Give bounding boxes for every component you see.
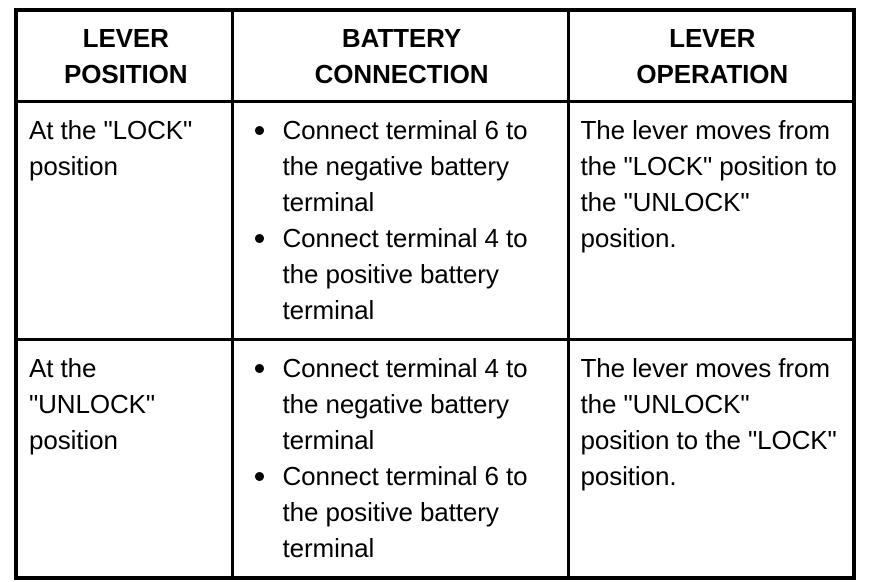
column-header-lever-position-line-2: POSITION <box>64 59 188 89</box>
cell-lever-operation-row-1: The lever moves from the "LOCK" position… <box>566 100 854 340</box>
column-header-lever-operation: LEVER OPERATION <box>566 10 854 102</box>
battery-connection-item-row-2-1: Connect terminal 4 to the negative batte… <box>282 353 528 455</box>
column-header-lever-position-line-1: LEVER <box>82 23 169 53</box>
list-item: Connect terminal 4 to the positive batte… <box>245 220 559 328</box>
list-item: Connect terminal 6 to the positive batte… <box>245 458 559 566</box>
table-body: At the "LOCK" position Connect terminal … <box>16 100 854 578</box>
battery-connection-item-row-1-2: Connect terminal 4 to the positive batte… <box>282 223 528 325</box>
lever-operation-text-row-2: The lever moves from the "UNLOCK" positi… <box>580 353 837 491</box>
cell-lever-position-row-1: At the "LOCK" position <box>16 100 232 340</box>
table-row: At the "LOCK" position Connect terminal … <box>16 100 854 340</box>
bullet-disc-icon <box>254 126 264 135</box>
lever-position-table: LEVER POSITION BATTERY CONNECTION LEVER … <box>14 8 856 580</box>
lever-operation-text-row-1: The lever moves from the "LOCK" position… <box>580 115 837 253</box>
bullet-disc-icon <box>254 472 264 481</box>
bullet-disc-icon <box>254 364 264 373</box>
lever-position-text-row-2: At the "UNLOCK" position <box>29 353 156 455</box>
cell-lever-position-row-2: At the "UNLOCK" position <box>16 338 232 578</box>
column-header-lever-operation-line-2: OPERATION <box>636 59 789 89</box>
header-row: LEVER POSITION BATTERY CONNECTION LEVER … <box>16 10 854 102</box>
list-item: Connect terminal 6 to the negative batte… <box>245 112 559 220</box>
battery-connection-item-row-2-2: Connect terminal 6 to the positive batte… <box>282 461 528 563</box>
column-header-battery-connection: BATTERY CONNECTION <box>230 10 568 102</box>
cell-battery-connection-row-1: Connect terminal 6 to the negative batte… <box>230 100 568 340</box>
column-header-battery-connection-line-1: BATTERY <box>341 23 462 53</box>
cell-battery-connection-row-2: Connect terminal 4 to the negative batte… <box>230 338 568 578</box>
list-item: Connect terminal 4 to the negative batte… <box>245 350 559 458</box>
battery-connection-list-row-1: Connect terminal 6 to the negative batte… <box>245 112 559 328</box>
lever-position-text-row-1: At the "LOCK" position <box>29 115 193 181</box>
cell-lever-operation-row-2: The lever moves from the "UNLOCK" positi… <box>566 338 854 578</box>
bullet-disc-icon <box>254 234 264 243</box>
battery-connection-item-row-1-1: Connect terminal 6 to the negative batte… <box>282 115 528 217</box>
column-header-lever-position: LEVER POSITION <box>16 10 232 102</box>
column-header-battery-connection-line-2: CONNECTION <box>314 59 489 89</box>
column-header-lever-operation-line-1: LEVER <box>669 23 756 53</box>
table-row: At the "UNLOCK" position Connect termina… <box>16 338 854 578</box>
battery-connection-list-row-2: Connect terminal 4 to the negative batte… <box>245 350 559 566</box>
table-header: LEVER POSITION BATTERY CONNECTION LEVER … <box>16 10 854 102</box>
